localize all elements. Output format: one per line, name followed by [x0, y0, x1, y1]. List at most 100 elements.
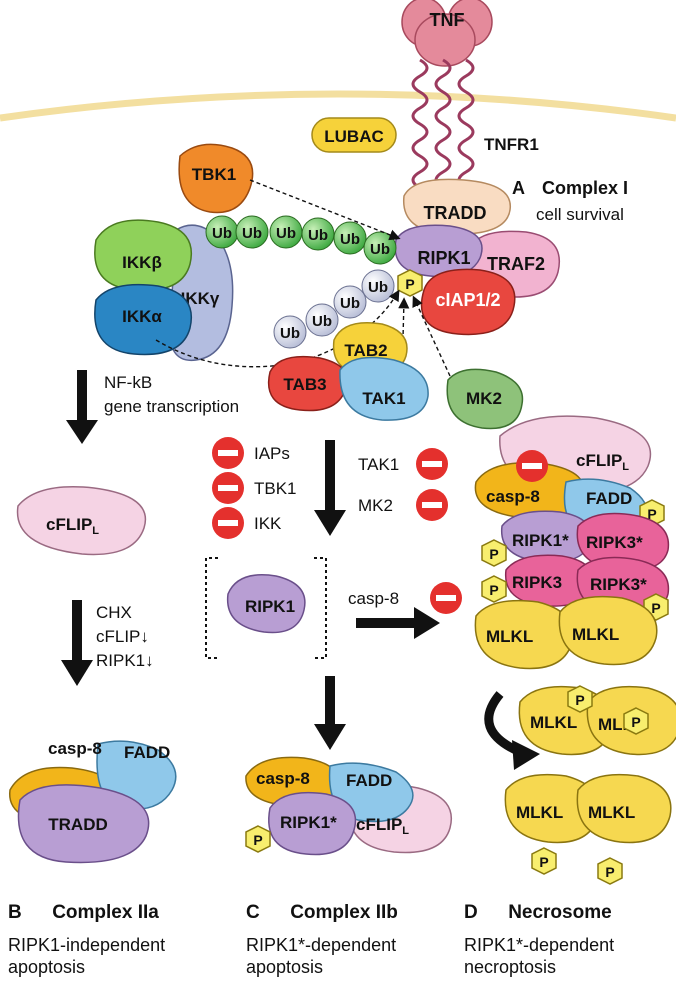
tnf-ligand: TNF: [401, 0, 493, 67]
caption-c-letter: C: [246, 902, 260, 923]
complex-iia: casp-8 FADD TRADD: [9, 739, 177, 864]
p-label: P: [605, 864, 614, 880]
ciap-label: cIAP1/2: [435, 290, 500, 310]
inhibitor-iaps: IAPs: [254, 444, 290, 463]
complex-iib-arrow: [314, 676, 346, 750]
caption-b-line1: RIPK1-independent: [8, 935, 166, 955]
mlkl-label: MLKL: [588, 803, 635, 822]
panel-a-subtitle: cell survival: [536, 205, 624, 224]
tak1: TAK1: [339, 356, 429, 421]
p-label: P: [647, 506, 656, 522]
ripk1-label: RIPK1: [417, 248, 470, 268]
chx-line3: RIPK1↓: [96, 651, 154, 670]
ikka-label: IKKα: [122, 307, 162, 326]
traf2-label: TRAF2: [487, 254, 545, 274]
ripk1-free: RIPK1: [226, 574, 306, 634]
caption-c-line2: apoptosis: [246, 957, 324, 977]
mlkl-label: MLKL: [516, 803, 563, 822]
lubac-label: LUBAC: [324, 127, 384, 146]
tab3: TAB3: [267, 355, 349, 412]
casp8-inhibitor-icon: [430, 582, 462, 614]
necrosome-assembly: cFLIPL casp-8 FADD P RIPK1* RIPK3* P RIP…: [474, 415, 670, 670]
cflip-label: cFLIPL: [356, 815, 409, 837]
ub-label: Ub: [370, 241, 390, 258]
ripk3-star-label: RIPK3*: [586, 533, 643, 552]
tnfr1-receptor: [411, 58, 475, 190]
inhibitor-mk2: MK2: [358, 496, 393, 515]
mlkl-oligomer: MLKL MLKL MLKL MLKL P P P P: [504, 685, 676, 885]
chx-line1: CHX: [96, 603, 132, 622]
ub-label: Ub: [368, 279, 388, 296]
p-label: P: [489, 546, 498, 562]
inhibitor-icons-right: [416, 448, 448, 521]
ub-label: Ub: [212, 225, 232, 242]
ciap: cIAP1/2: [420, 268, 516, 336]
ub-label: Ub: [276, 225, 296, 242]
lubac: LUBAC: [311, 117, 397, 153]
nfkb-arrow: [66, 370, 98, 444]
p-label: P: [405, 276, 414, 292]
casp8-label: casp-8: [486, 487, 540, 506]
caption-d: D Necrosome RIPK1*-dependent necroptosis: [464, 902, 670, 978]
oligomerization-arrow: [484, 691, 540, 770]
ripk1-star-label: RIPK1*: [512, 531, 569, 550]
ripk1-star-label: RIPK1*: [280, 813, 337, 832]
ripk3-star-label: RIPK3*: [590, 575, 647, 594]
casp8-label: casp-8: [256, 769, 310, 788]
casp8-label: casp-8: [48, 739, 102, 758]
ub-label: Ub: [340, 295, 360, 312]
tab2-label: TAB2: [344, 341, 387, 360]
inhibitor-icons-left: [212, 437, 244, 539]
chx-line2: cFLIP↓: [96, 627, 149, 646]
tbk1: TBK1: [178, 143, 254, 214]
ripk1-bracket: [205, 557, 327, 659]
ripk1-complex-i: RIPK1: [394, 224, 483, 278]
p-label: P: [253, 832, 262, 848]
mlkl-label: MLKL: [486, 627, 533, 646]
ub-chain-linear: Ub Ub Ub Ub Ub Ub: [205, 215, 397, 265]
caption-b: B Complex IIa RIPK1-independent apoptosi…: [8, 902, 228, 978]
inhibitor-ikk: IKK: [254, 514, 282, 533]
caption-d-letter: D: [464, 902, 478, 923]
cell-membrane: [0, 90, 676, 122]
tradd-iia-label: TRADD: [48, 815, 108, 834]
caption-b-title: Complex IIa: [52, 902, 159, 923]
main-down-arrow: [314, 440, 346, 536]
p-label: P: [651, 600, 660, 616]
necroptosis-arrow: [356, 607, 440, 639]
ikk-alpha: IKKα: [94, 283, 192, 356]
mk2: MK2: [446, 368, 524, 430]
ub-label: Ub: [340, 231, 360, 248]
p-label: P: [539, 854, 548, 870]
inhibitor-tbk1: TBK1: [254, 479, 297, 498]
tbk1-label: TBK1: [192, 165, 236, 184]
tnfr1-label: TNFR1: [484, 135, 539, 154]
casp8-inhibitor-label: casp-8: [348, 589, 399, 608]
mk2-label: MK2: [466, 389, 502, 408]
caption-b-letter: B: [8, 902, 22, 923]
caption-c-title: Complex IIb: [290, 902, 398, 923]
tab3-label: TAB3: [283, 375, 326, 394]
cflip-label: cFLIPL: [576, 451, 629, 473]
p-label: P: [575, 692, 584, 708]
mlkl-label: MLKL: [572, 625, 619, 644]
fadd-label: FADD: [346, 771, 392, 790]
p-label: P: [631, 714, 640, 730]
ub-label: Ub: [280, 325, 300, 342]
nfkb-line1: NF-kB: [104, 373, 152, 392]
fadd-label: FADD: [586, 489, 632, 508]
ub-label: Ub: [242, 225, 262, 242]
panel-a-title: Complex I: [542, 178, 628, 198]
ub-label: Ub: [308, 227, 328, 244]
chx-arrow: [61, 600, 93, 686]
ub-chain-k63: Ub Ub Ub Ub: [273, 269, 395, 349]
cflip-left: cFLIPL: [16, 486, 147, 556]
ikkb-label: IKKβ: [122, 253, 162, 272]
nfkb-line2: gene transcription: [104, 397, 239, 416]
inhibitor-tak1: TAK1: [358, 455, 399, 474]
complex-iib: P casp-8 FADD RIPK1* cFLIPL: [245, 756, 452, 856]
mlkl-label: MLKL: [530, 713, 577, 732]
tnf-label: TNF: [430, 10, 465, 30]
caption-d-line1: RIPK1*-dependent: [464, 935, 615, 955]
